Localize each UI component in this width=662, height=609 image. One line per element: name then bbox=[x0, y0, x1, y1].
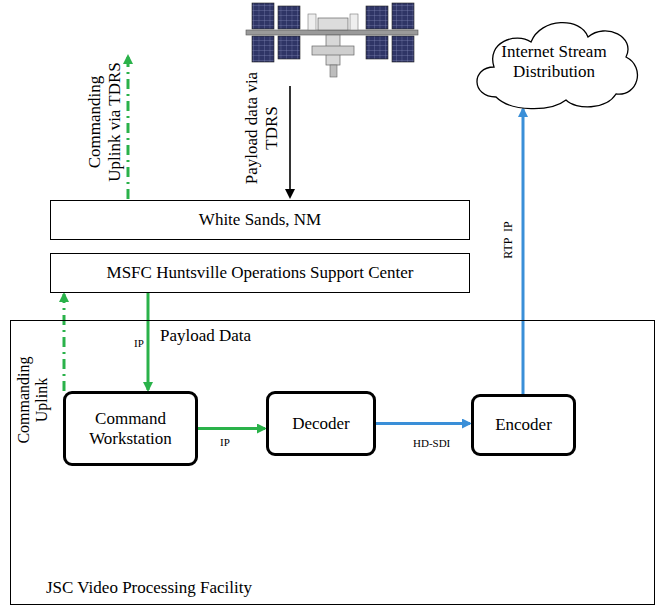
flow-label: Payload Data bbox=[160, 326, 251, 346]
node-text: Command Workstation bbox=[76, 409, 186, 448]
space-station bbox=[246, 3, 418, 77]
link-label: Commanding Uplink via TDRS bbox=[85, 60, 124, 185]
site-box: MSFC Huntsville Operations Support Cente… bbox=[50, 253, 470, 293]
facility-box: JSC Video Processing Facility Command Wor… bbox=[10, 320, 655, 605]
edge-label: IP bbox=[134, 337, 144, 350]
edge-label: IP bbox=[220, 436, 230, 449]
edge-label: RTP IP bbox=[502, 205, 516, 275]
downlink-arrow bbox=[289, 86, 291, 197]
link-label: Commanding Uplink bbox=[15, 345, 52, 455]
connector bbox=[147, 293, 150, 390]
link-label: Payload data via TDRS bbox=[242, 66, 281, 190]
site-box: White Sands, NM bbox=[50, 200, 470, 240]
node-text: MSFC Huntsville Operations Support Cente… bbox=[107, 263, 414, 283]
uplink-arrow bbox=[127, 56, 130, 199]
connector bbox=[198, 427, 265, 430]
node-text: Encoder bbox=[495, 415, 552, 435]
process-box: Encoder bbox=[471, 394, 576, 456]
process-box: Decoder bbox=[266, 391, 376, 456]
facility-title: JSC Video Processing Facility bbox=[46, 578, 252, 598]
connector bbox=[376, 422, 470, 425]
node-text: Decoder bbox=[292, 414, 350, 434]
process-box: Command Workstation bbox=[63, 391, 198, 466]
node-text: Internet Stream Distribution bbox=[495, 42, 613, 81]
cloud-shape: Internet Stream Distribution bbox=[466, 12, 642, 112]
node-text: White Sands, NM bbox=[199, 210, 321, 230]
edge-label: HD-SDI bbox=[413, 437, 450, 450]
connector bbox=[63, 294, 66, 391]
connector bbox=[522, 109, 525, 394]
